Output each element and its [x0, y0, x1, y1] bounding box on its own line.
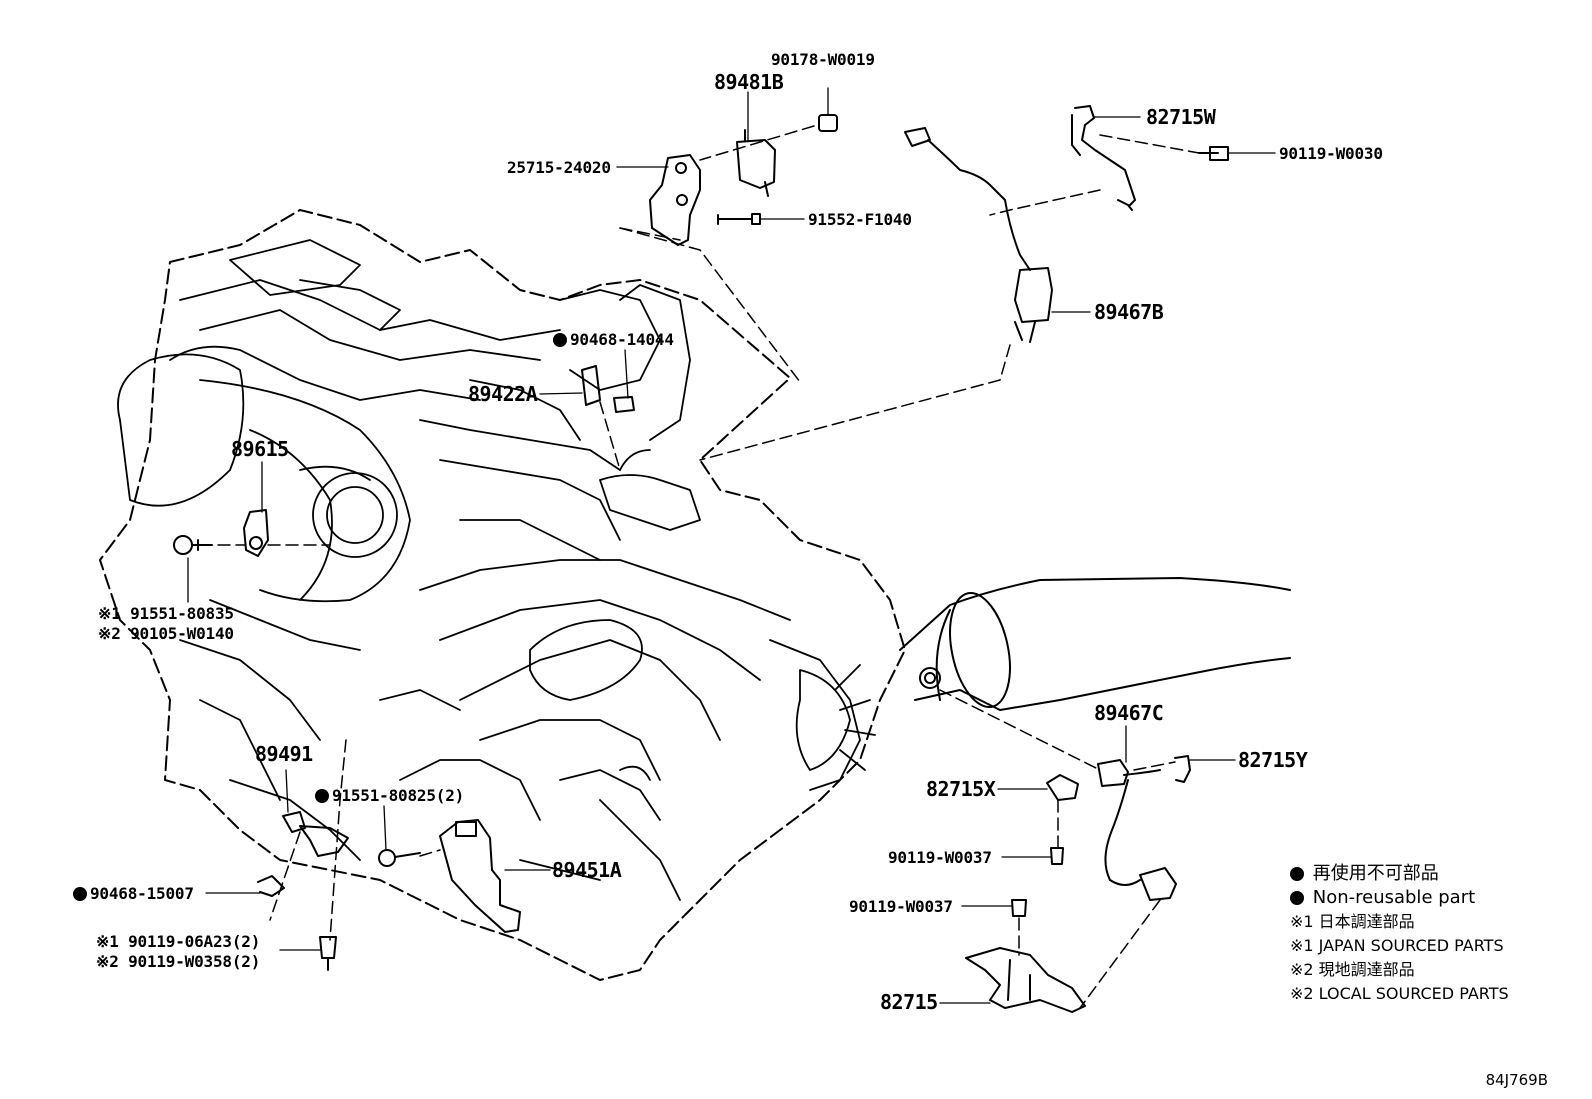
engine-outline	[99, 209, 906, 981]
transmission-details	[379, 559, 876, 901]
non-reusable-dot-icon	[73, 887, 87, 901]
part-number: 90468-15007	[90, 884, 194, 903]
engine-details	[117, 239, 701, 861]
part-label[interactable]: 82715X	[926, 777, 996, 801]
part-label[interactable]: 89467C	[1094, 701, 1164, 725]
legend-row: 再使用不可部品	[1290, 862, 1509, 886]
part-label[interactable]: ※1 91551-80835	[98, 604, 234, 623]
part-label[interactable]: ※1 90119-06A23(2)	[96, 932, 261, 951]
part-label[interactable]: ※2 90119-W0358(2)	[96, 952, 261, 971]
part-label[interactable]: 89422A	[468, 382, 538, 406]
legend-text: 再使用不可部品	[1312, 863, 1439, 884]
part-label[interactable]: 89491	[255, 742, 313, 766]
part-label[interactable]: 90119-W0037	[849, 897, 953, 916]
part-label[interactable]: 90119-W0037	[888, 848, 992, 867]
legend-row: ※2 LOCAL SOURCED PARTS	[1290, 984, 1509, 1003]
legend: 再使用不可部品 Non-reusable part ※1 日本調達部品 ※1 J…	[1290, 862, 1509, 1006]
part-label[interactable]: 82715W	[1146, 105, 1216, 129]
part-label[interactable]: 82715	[880, 990, 938, 1014]
legend-row: Non-reusable part	[1290, 886, 1509, 910]
part-label[interactable]: 82715Y	[1238, 748, 1308, 772]
leader-lines	[187, 87, 1276, 1004]
non-reusable-dot-icon	[315, 789, 329, 803]
legend-text: Non-reusable part	[1312, 887, 1476, 908]
legend-row: ※2 現地調達部品	[1290, 960, 1415, 979]
non-reusable-dot-icon	[1290, 867, 1304, 881]
part-label[interactable]: 91551-80825(2)	[315, 786, 464, 805]
non-reusable-dot-icon	[553, 333, 567, 347]
part-label[interactable]: 91552-F1040	[808, 210, 912, 229]
illustration-code: 84J769B	[1485, 1071, 1548, 1089]
legend-row: ※1 日本調達部品	[1290, 912, 1415, 931]
part-label[interactable]: 89615	[231, 437, 289, 461]
legend-row: ※1 JAPAN SOURCED PARTS	[1290, 936, 1504, 955]
part-number: 91551-80825(2)	[332, 786, 465, 805]
part-label[interactable]: 90468-15007	[73, 884, 194, 903]
part-label[interactable]: ※2 90105-W0140	[98, 624, 234, 643]
exhaust-pipe	[899, 577, 1291, 711]
assembly-lines	[199, 125, 1200, 1009]
part-label[interactable]: 89467B	[1094, 300, 1164, 324]
part-label[interactable]: 89451A	[552, 858, 622, 882]
part-label[interactable]: 90119-W0030	[1279, 144, 1383, 163]
part-label[interactable]: 25715-24020	[507, 158, 611, 177]
non-reusable-dot-icon	[1290, 891, 1304, 905]
part-number: 90468-14044	[570, 330, 674, 349]
part-label[interactable]: 90468-14044	[553, 330, 674, 349]
part-label[interactable]: 89481B	[714, 70, 784, 94]
part-label[interactable]: 90178-W0019	[771, 50, 875, 69]
part-drawings	[173, 105, 1229, 1013]
